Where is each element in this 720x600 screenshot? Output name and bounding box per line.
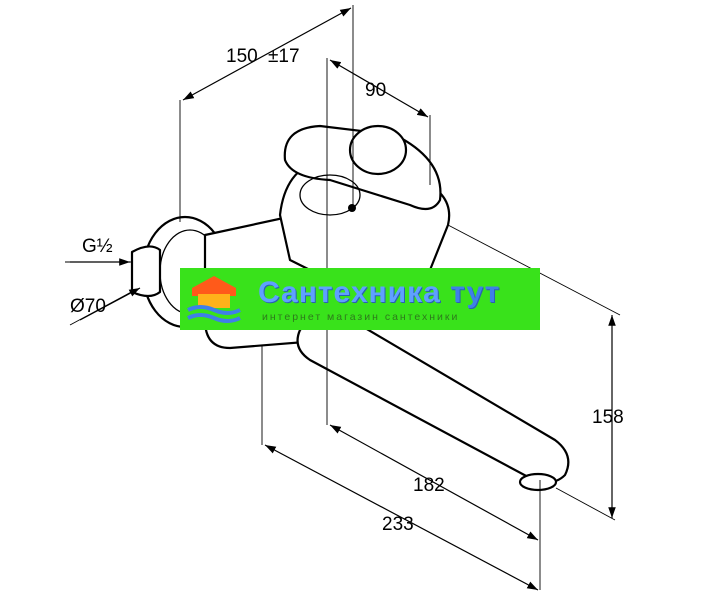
- dim-diameter-arrow: [79, 287, 141, 321]
- watermark-subtitle: интернет магазин сантехники: [262, 311, 460, 323]
- thread-connector: [130, 245, 162, 298]
- watermark-banner: Сантехника тут интернет магазин сантехни…: [180, 268, 540, 330]
- label-spout-reach: 182: [413, 475, 445, 496]
- swivel-spout: [296, 312, 570, 484]
- dim-90: [329, 59, 429, 118]
- aerator: [518, 472, 558, 492]
- watermark-logo-icon: [187, 276, 241, 323]
- dim-233: [264, 444, 539, 591]
- cartridge-ring: [299, 174, 361, 216]
- label-height: 158: [592, 407, 624, 428]
- watermark-title-accent: тут: [440, 276, 501, 309]
- label-spout-offset: 90: [365, 80, 386, 101]
- watermark-title-main: Сантехника: [258, 276, 441, 309]
- dim-150: [182, 7, 352, 101]
- dimension-labels: 150 ±17 90 G½ Ø70 158 182 233: [70, 46, 624, 535]
- lever-pin: [348, 204, 356, 212]
- label-overall-reach: 233: [382, 514, 414, 535]
- watermark-title: Сантехника тут: [258, 276, 500, 310]
- label-width-tolerance: ±17: [268, 46, 300, 67]
- label-thread: G½: [82, 236, 113, 257]
- dimension-lines: [70, 7, 616, 591]
- handle-cap: [348, 124, 408, 176]
- label-width-total: 150: [226, 46, 258, 67]
- label-flange-diameter: Ø70: [70, 296, 106, 317]
